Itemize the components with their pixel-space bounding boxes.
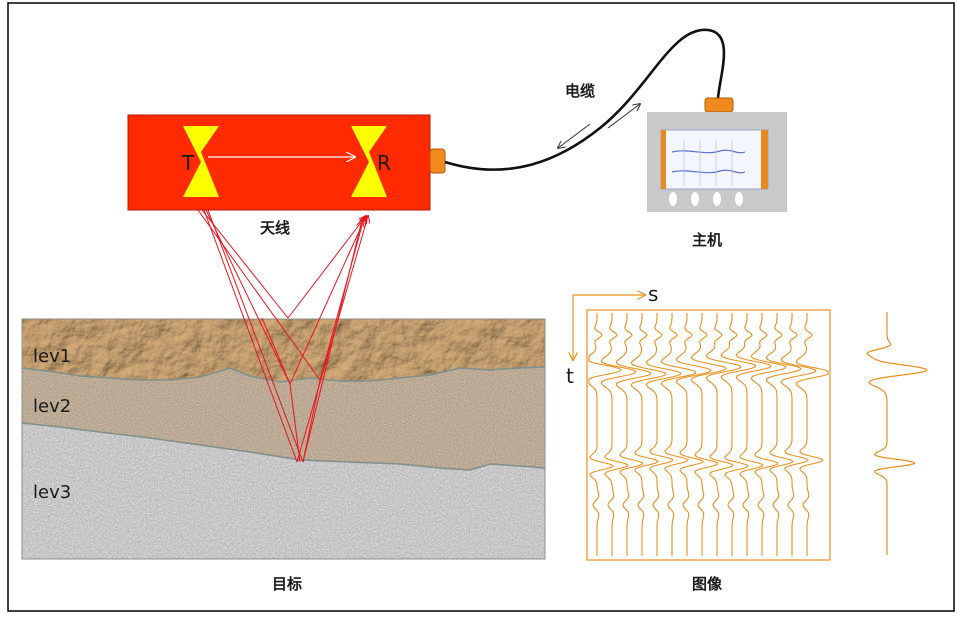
radargram: s t [566, 282, 928, 561]
cable-label: 电缆 [565, 82, 595, 100]
ray-reflected-5 [302, 220, 362, 463]
antenna-connector [429, 148, 446, 174]
trace-11 [735, 313, 772, 556]
trace-14 [780, 313, 817, 556]
main-unit: 主机 [647, 97, 787, 249]
screen-wave-2 [671, 169, 746, 174]
receiver-element [351, 126, 387, 197]
unit-light-3 [713, 192, 721, 206]
radargram-frame [586, 309, 831, 561]
cable-arrow-down [558, 123, 591, 148]
ray-reflected-3 [319, 218, 364, 381]
unit-light-1 [669, 192, 677, 206]
layer-label-1: lev1 [33, 346, 71, 367]
screen-wave-1 [671, 149, 746, 154]
transmitter-label: T [181, 151, 195, 175]
ray-refracted-1 [289, 383, 301, 463]
interface-2 [21, 422, 546, 471]
layer1-texture [22, 319, 545, 382]
cable-arrow-up [607, 104, 640, 129]
main-unit-screen [660, 129, 769, 190]
t-axis-label: t [566, 364, 574, 388]
ray-reflected-1 [287, 216, 366, 319]
unit-light-4 [735, 192, 743, 206]
ray-incident-5 [207, 209, 304, 463]
trace-8 [690, 313, 727, 556]
antenna-unit: T R 天线 [127, 114, 446, 237]
trace-1 [588, 313, 622, 556]
screen-left-bar [661, 130, 666, 189]
ray-incident-4 [203, 209, 298, 463]
trace-4 [630, 313, 667, 556]
screen-right-bar [761, 130, 768, 189]
trace-5 [645, 313, 682, 556]
ray-paths [197, 209, 368, 463]
layer-label-3: lev3 [33, 482, 71, 503]
cable [444, 28, 726, 171]
main-unit-label: 主机 [692, 231, 722, 249]
layer-label-2: lev2 [33, 396, 71, 417]
trace-13 [765, 313, 802, 556]
ground-border [21, 318, 546, 560]
unit-light-2 [691, 192, 699, 206]
trace-7 [675, 313, 712, 556]
receiver-label: R [377, 151, 391, 175]
screen-grid [683, 140, 733, 186]
trace-9 [705, 313, 742, 556]
ray-refracted-3 [261, 317, 291, 385]
ray-incident-1 [201, 209, 289, 319]
trace-15 [795, 313, 829, 556]
transmitter-element [183, 126, 219, 197]
ground-section: lev1 lev2 lev3 [21, 318, 546, 560]
s-axis-label: s [648, 282, 658, 306]
main-unit-connector [704, 97, 734, 113]
trace-2 [600, 313, 637, 556]
trace-3 [615, 313, 652, 556]
radargram-traces [588, 313, 829, 556]
image-label: 图像 [692, 575, 723, 593]
trace-6 [660, 313, 697, 556]
target-label: 目标 [272, 575, 302, 593]
ray-refracted-2 [302, 379, 321, 463]
trace-12 [750, 313, 787, 556]
ray-incident-2 [205, 209, 291, 385]
antenna-label: 天线 [260, 219, 290, 237]
single-trace-waveform [866, 312, 928, 555]
trace-10 [720, 313, 757, 556]
interface-1 [21, 366, 546, 383]
